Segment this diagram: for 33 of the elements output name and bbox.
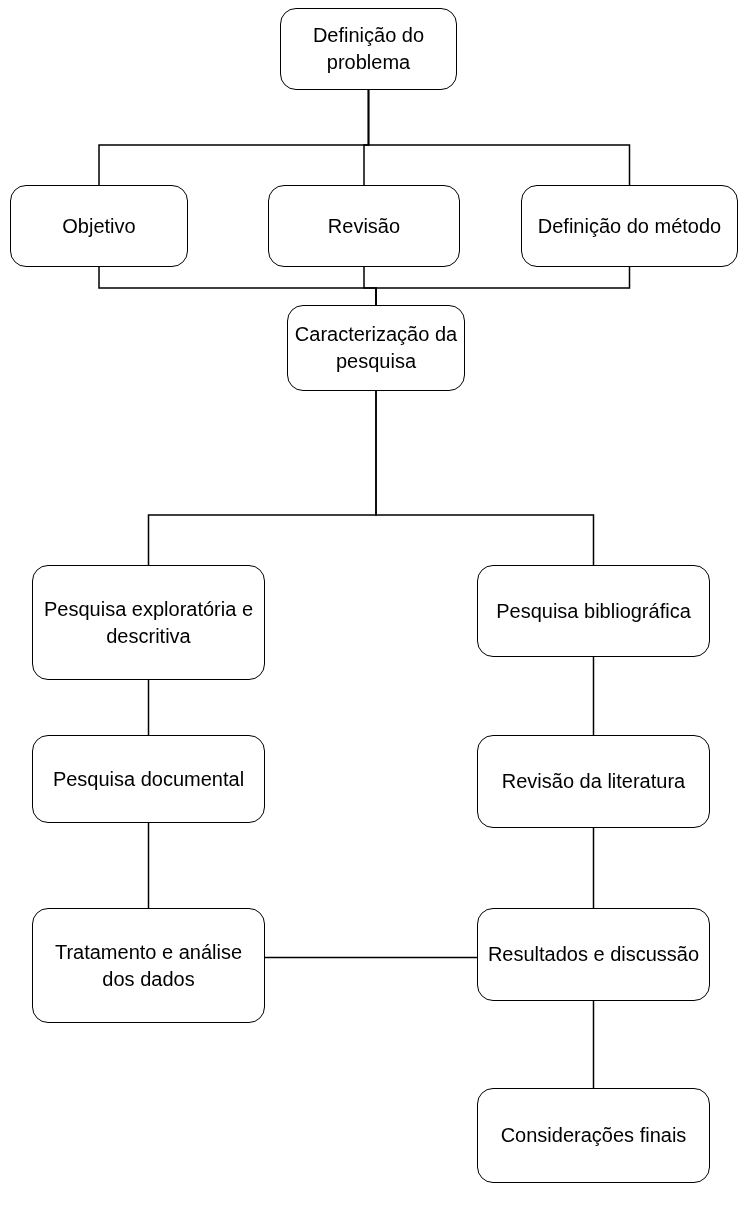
process-box: [280, 8, 457, 90]
process-box: [477, 735, 710, 828]
box-label: Pesquisa exploratória e descritiva: [43, 596, 254, 649]
process-box: [477, 1088, 710, 1183]
box-label: Revisão da literatura: [500, 769, 687, 794]
process-box: [32, 735, 265, 823]
process-box: [521, 185, 738, 267]
connector-line: [375, 266, 631, 306]
process-box: [477, 908, 710, 1001]
process-box: [32, 908, 265, 1023]
connector-line: [367, 89, 631, 186]
connector-line: [592, 656, 595, 736]
process-box: [10, 185, 188, 267]
box-label: Tratamento e análise dos dados: [53, 939, 244, 992]
process-box: [32, 565, 265, 680]
connector-line: [264, 956, 478, 959]
connector-line: [375, 390, 595, 566]
connector-line: [147, 822, 150, 909]
box-label: Considerações finais: [499, 1123, 688, 1148]
connector-line: [147, 679, 150, 736]
connector-line: [592, 827, 595, 909]
box-label: Objetivo: [61, 213, 137, 239]
process-box: [268, 185, 460, 267]
box-label: Definição do problema: [311, 23, 426, 75]
process-box: [477, 565, 710, 657]
box-label: Definição do método: [536, 213, 723, 239]
box-label: Caracterização da pesquisa: [293, 322, 459, 374]
connector-line: [592, 1000, 595, 1089]
box-label: Resultados e discussão: [486, 942, 701, 967]
process-box: [287, 305, 465, 391]
box-label: Revisão: [326, 213, 402, 239]
box-label: Pesquisa documental: [51, 766, 246, 792]
box-label: Pesquisa bibliográfica: [495, 598, 692, 624]
